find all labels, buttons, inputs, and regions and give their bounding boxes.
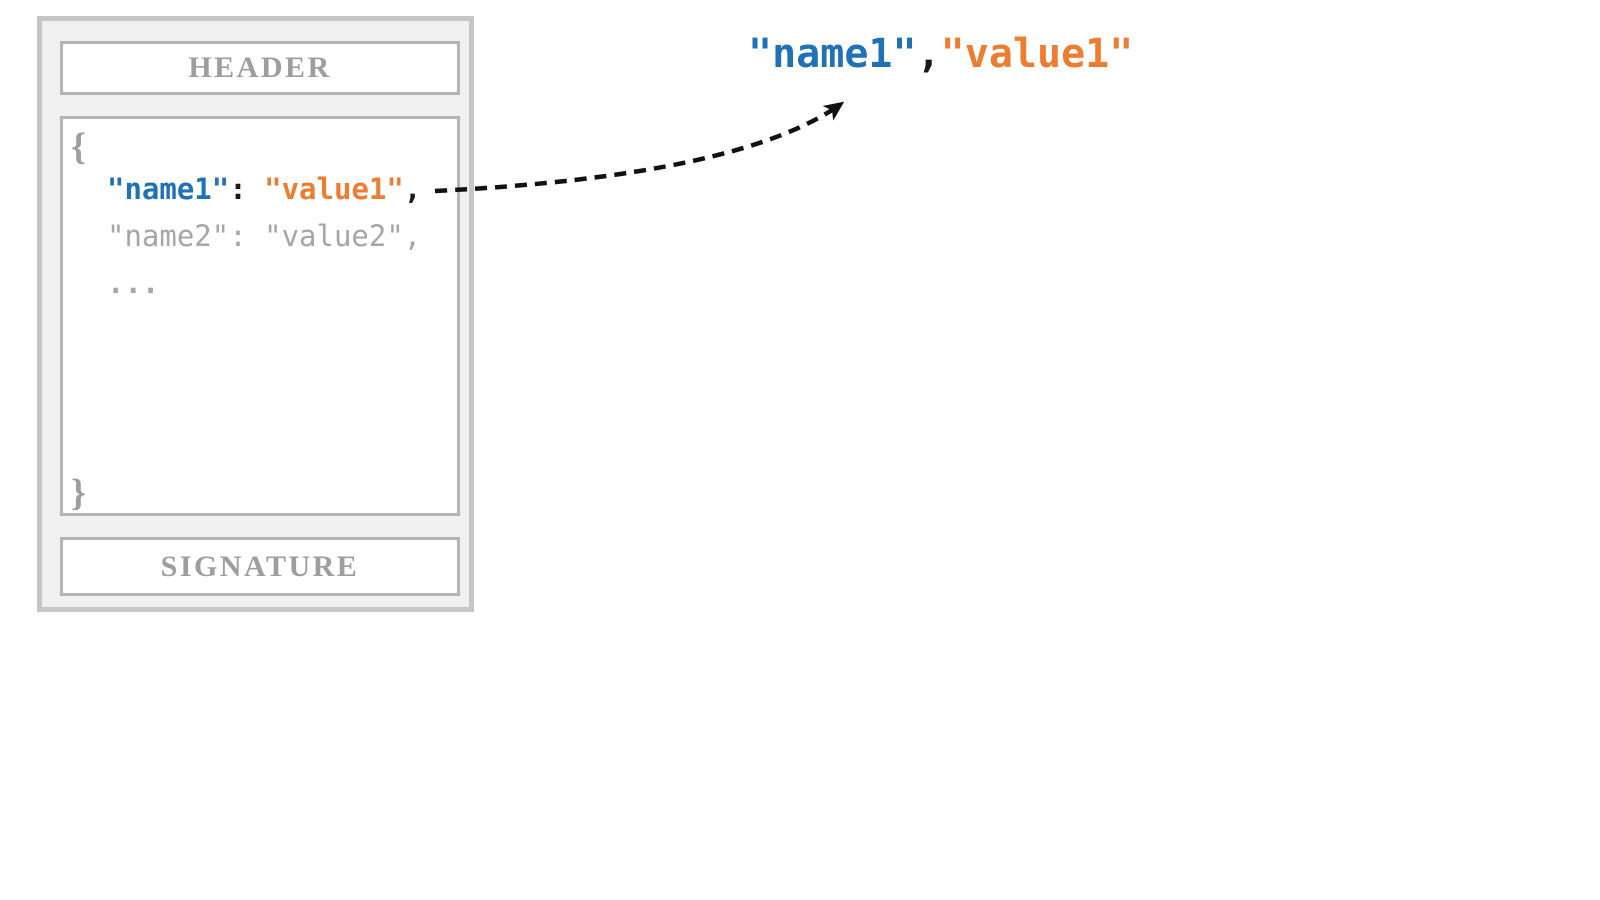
token-card: HEADER { "name1": "value1", "name2": "va… <box>37 16 474 612</box>
payload-pair-2: "name2": "value2", <box>107 219 422 253</box>
mapping-arrow-path <box>434 101 845 194</box>
signature-label: SIGNATURE <box>160 550 360 583</box>
payload-ellipsis: ... <box>107 266 160 300</box>
open-brace: { <box>71 126 86 168</box>
pair1-value: "value1" <box>264 172 404 206</box>
token-header-section: HEADER <box>60 41 460 95</box>
token-payload-section: { "name1": "value1", "name2": "value2", … <box>60 116 460 516</box>
pair1-name: "name1" <box>107 172 230 206</box>
pair1-comma: , <box>403 172 422 206</box>
pair1-colon: : <box>229 172 265 206</box>
decoded-pair-callout: "name1","value1" <box>748 30 1133 78</box>
header-label: HEADER <box>188 51 332 84</box>
token-signature-section: SIGNATURE <box>60 537 460 596</box>
callout-value: "value1" <box>940 31 1134 77</box>
close-brace: } <box>71 472 86 514</box>
callout-name: "name1" <box>748 31 917 77</box>
payload-pair-1: "name1": "value1", <box>107 171 421 207</box>
callout-comma: , <box>916 31 941 77</box>
